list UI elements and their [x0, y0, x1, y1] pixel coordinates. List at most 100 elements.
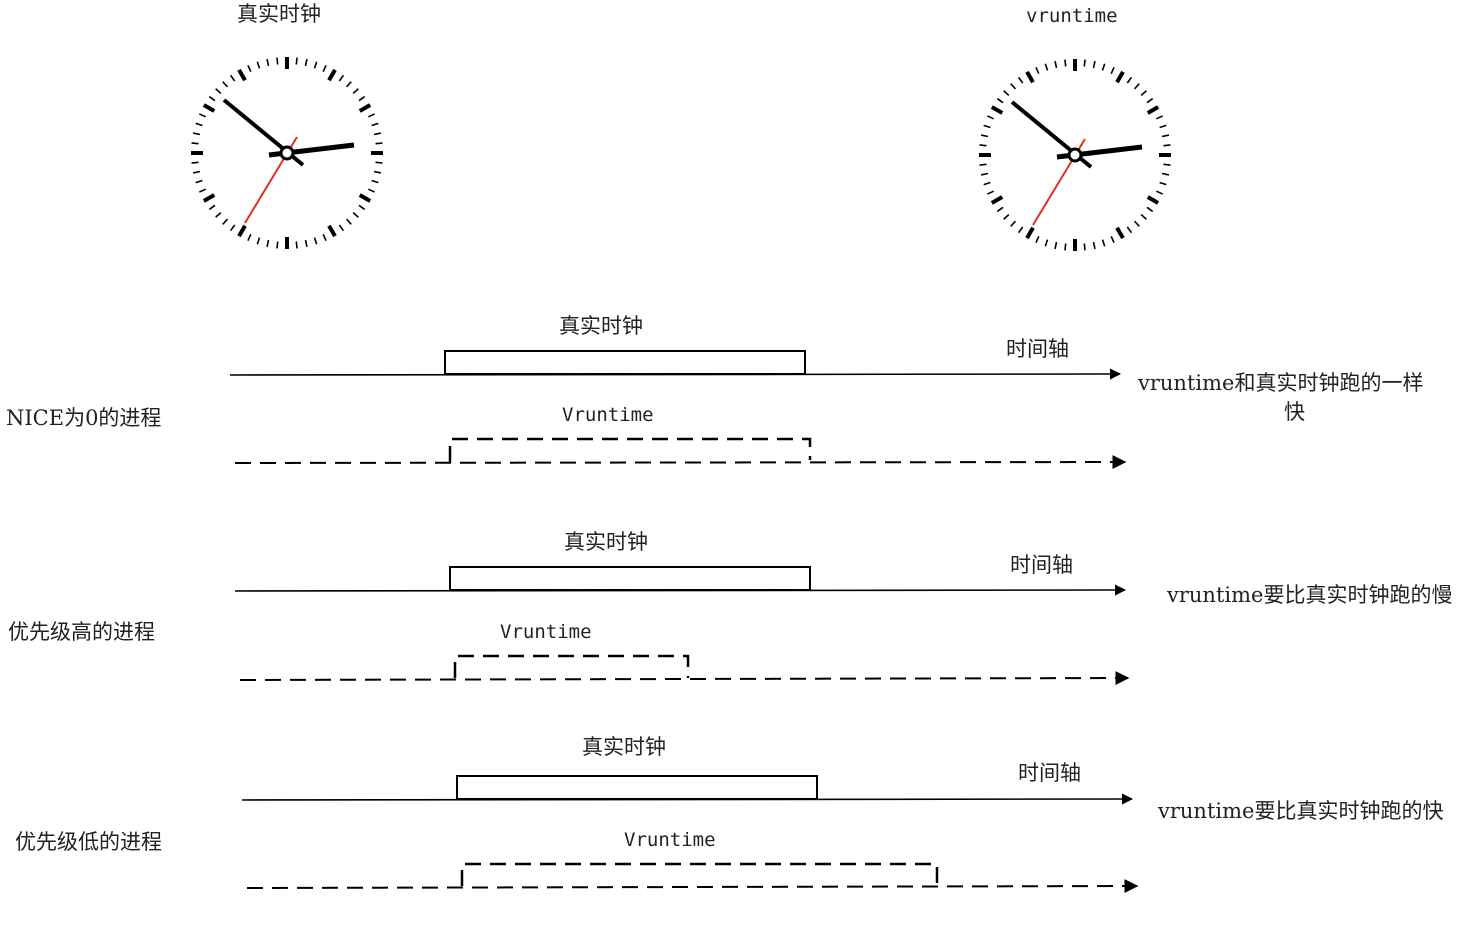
clock-minute-tick [229, 224, 236, 232]
clock-hour-tick [358, 103, 372, 113]
clock-minute-tick [256, 61, 261, 69]
clock-minute-tick [996, 206, 1004, 213]
time-axis-label: 时间轴 [1010, 553, 1073, 577]
clock-minute-tick [1064, 59, 1067, 67]
clock-minute-tick [1010, 83, 1017, 90]
clock-minute-tick [215, 211, 222, 218]
clock-minute-tick [1159, 181, 1167, 186]
clock-hour-tick [1146, 195, 1160, 205]
clock-minute-tick [1035, 235, 1040, 244]
process-label: 优先级低的进程 [15, 830, 162, 854]
clock-minute-tick [247, 233, 252, 242]
vruntime-label: Vruntime [624, 829, 716, 851]
clock-minute-tick [322, 233, 327, 242]
clock-minute-tick [375, 142, 383, 145]
clock-minute-tick [1044, 239, 1049, 247]
vruntime-axis [239, 671, 1130, 686]
clock-minute-tick [222, 81, 229, 88]
vruntime-bar [448, 437, 812, 462]
clock-minute-tick [1159, 124, 1167, 129]
clock-minute-tick [1010, 220, 1017, 227]
clock-minute-tick [345, 81, 352, 88]
vruntime-label: Vruntime [562, 404, 654, 426]
vruntime-bar [460, 862, 939, 886]
clock-hour-tick [1146, 105, 1160, 115]
clock-minute-tick [1140, 90, 1147, 97]
clock-minute-tick [1092, 241, 1096, 250]
row-high-priority-diagram [234, 566, 1130, 686]
clock-minute-tick [996, 97, 1004, 104]
clock-minute-tick [295, 57, 298, 65]
clock-minute-tick [276, 57, 279, 65]
vruntime-axis [246, 879, 1139, 894]
clock-minute-tick [276, 241, 279, 249]
clock-minute-tick [1146, 97, 1154, 104]
clock-minute-tick [367, 188, 376, 193]
clock-minute-tick [358, 95, 366, 102]
clock-minute-tick [979, 163, 987, 166]
clock-minute-tick [1101, 239, 1106, 247]
clock-minute-tick [192, 132, 201, 136]
real-clock-bar [456, 775, 818, 800]
clock-minute-tick [222, 218, 229, 225]
clock-hour-tick [237, 68, 247, 82]
clock-minute-tick [1017, 226, 1024, 234]
clock-minute-tick [986, 115, 995, 120]
clock-minute-tick [371, 122, 379, 127]
real-clock-icon [191, 57, 383, 249]
clock-minute-tick [1054, 60, 1058, 69]
clock-minute-tick [1161, 134, 1170, 138]
clock-hour-tick [1025, 70, 1035, 84]
process-label: NICE为0的进程 [6, 406, 162, 430]
clock-minute-tick [371, 179, 379, 184]
clock-hour-tick [237, 224, 247, 238]
clock-hour-tick [327, 224, 337, 238]
clock-minute-tick [358, 204, 366, 211]
comparison-note-continued: 快 [1284, 400, 1305, 424]
clock-minute-tick [1110, 66, 1115, 75]
clock-minute-tick [983, 181, 991, 186]
vruntime-label: Vruntime [500, 621, 592, 643]
clock-minute-tick [1140, 213, 1147, 220]
clock-minute-tick [1155, 115, 1164, 120]
clock-minute-tick [352, 88, 359, 95]
clock-minute-tick [1133, 220, 1140, 227]
clock-hour-tick [202, 103, 216, 113]
clock-hour-tick [1115, 70, 1125, 84]
clock-hour-tick [990, 105, 1004, 115]
real-clock-title: 真实时钟 [237, 2, 321, 26]
process-label: 优先级高的进程 [8, 620, 155, 644]
clock-minute-tick [1126, 226, 1133, 234]
clock-minute-tick [304, 239, 308, 248]
clock-minute-tick [322, 64, 327, 73]
clock-minute-tick [1083, 59, 1086, 67]
comparison-note: vruntime要比真实时钟跑的慢 [1167, 583, 1453, 607]
clock-minute-tick [266, 239, 270, 248]
clock-minute-tick [373, 132, 382, 136]
clock-minute-tick [1035, 66, 1040, 75]
clock-hour-tick [1115, 226, 1125, 240]
vruntime-clock-icon [979, 59, 1171, 251]
clock-minute-tick [338, 224, 345, 232]
row-low-priority-diagram [241, 775, 1139, 894]
real-clock-label: 真实时钟 [559, 314, 643, 338]
clock-minute-tick [367, 113, 376, 118]
vruntime-clock-title: vruntime [1026, 5, 1118, 27]
clock-minute-tick [980, 134, 989, 138]
clock-minute-tick [979, 144, 987, 147]
clock-minute-tick [256, 237, 261, 245]
clock-minute-tick [215, 88, 222, 95]
clock-minute-tick [191, 161, 199, 164]
vruntime-bar [453, 654, 690, 678]
clock-minute-tick [208, 204, 216, 211]
clock-minute-tick [198, 188, 207, 193]
clock-hour-tick [327, 68, 337, 82]
row-nice0-diagram [229, 350, 1127, 470]
clock-minute-tick [1003, 90, 1010, 97]
clock-minute-tick [345, 218, 352, 225]
clock-minute-tick [1155, 190, 1164, 195]
clock-minute-tick [1003, 213, 1010, 220]
clock-minute-tick [1017, 76, 1024, 84]
vruntime-axis [234, 455, 1127, 470]
